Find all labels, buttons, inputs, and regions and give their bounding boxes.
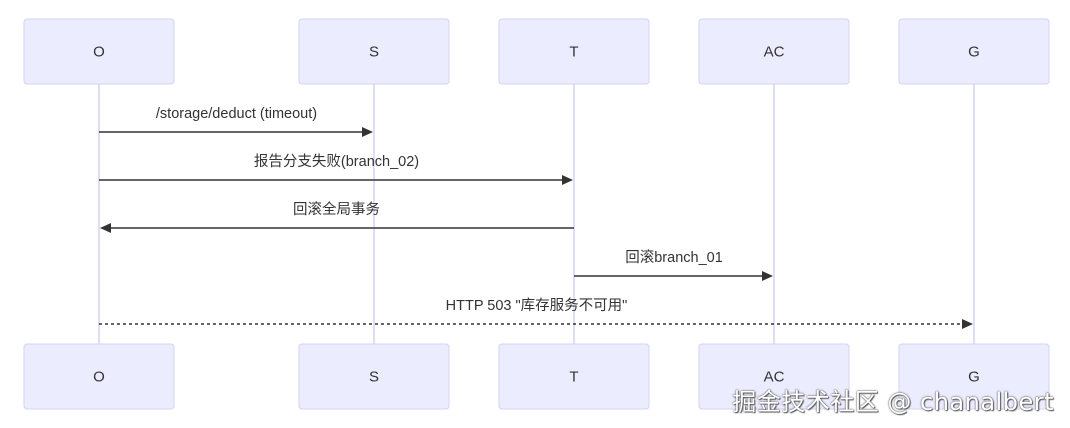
actor-box — [23, 18, 175, 85]
message-1: /storage/deduct (timeout) — [99, 106, 373, 137]
message-label: /storage/deduct (timeout) — [156, 106, 317, 122]
actor-label: AC — [764, 43, 785, 60]
actor-ac-top: AC — [698, 18, 850, 85]
actor-label: O — [93, 368, 105, 385]
actor-o-bottom: O — [23, 343, 175, 410]
message-label: HTTP 503 "库存服务不可用" — [446, 297, 628, 314]
actor-s-bottom: S — [298, 343, 450, 410]
actor-g-bottom: G — [898, 343, 1050, 410]
actor-label: T — [569, 368, 578, 385]
actor-box — [698, 343, 850, 410]
actor-o-top: O — [23, 18, 175, 85]
message-4: 回滚branch_01 — [574, 249, 773, 281]
arrowhead — [962, 319, 973, 329]
actor-ac-bottom: AC — [698, 343, 850, 410]
actor-label: O — [93, 43, 105, 60]
actor-t-bottom: T — [498, 343, 650, 410]
actor-box — [898, 18, 1050, 85]
arrowhead — [362, 127, 373, 137]
actor-s-top: S — [298, 18, 450, 85]
arrowhead — [562, 175, 573, 185]
actor-label: G — [968, 368, 980, 385]
actor-label: G — [968, 43, 980, 60]
actor-box — [298, 343, 450, 410]
message-5: HTTP 503 "库存服务不可用" — [99, 297, 973, 329]
arrowhead — [762, 271, 773, 281]
message-label: 报告分支失败(branch_02) — [254, 153, 419, 170]
actor-box — [498, 18, 650, 85]
actor-box — [23, 343, 175, 410]
arrowhead — [100, 223, 111, 233]
message-3: 回滚全局事务 — [100, 200, 574, 233]
message-label: 回滚branch_01 — [625, 249, 723, 266]
actor-box — [698, 18, 850, 85]
actor-t-top: T — [498, 18, 650, 85]
actor-g-top: G — [898, 18, 1050, 85]
actor-box — [298, 18, 450, 85]
actor-box — [898, 343, 1050, 410]
watermark: 掘金技术社区 @ chanalbert — [732, 388, 1054, 416]
actor-label: AC — [764, 368, 785, 385]
message-2: 报告分支失败(branch_02) — [99, 153, 573, 185]
actor-label: T — [569, 43, 578, 60]
message-label: 回滚全局事务 — [293, 200, 380, 218]
actor-label: S — [369, 43, 379, 60]
actor-label: S — [369, 368, 379, 385]
actor-box — [498, 343, 650, 410]
